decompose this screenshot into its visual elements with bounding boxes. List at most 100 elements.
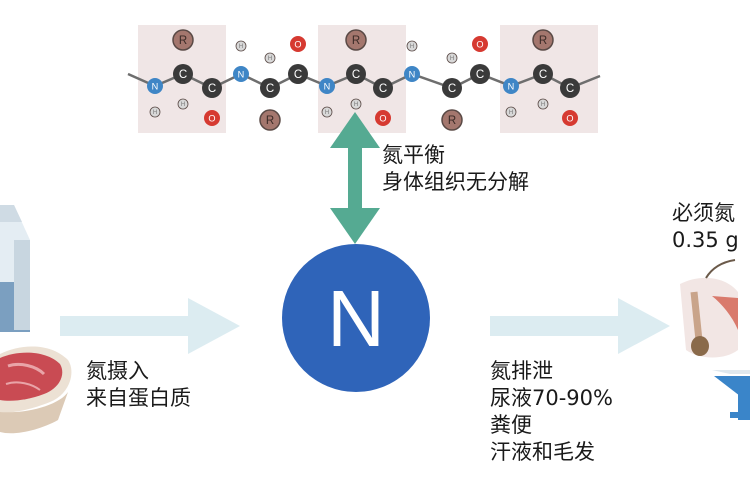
intake-label: 氮摄入 来自蛋白质 [86, 358, 191, 412]
balance-double-arrow [330, 112, 380, 244]
carbon-atom-icon: C [533, 64, 553, 84]
hydrogen-atom-icon: H [537, 98, 549, 110]
carbon-atom-icon: C [442, 78, 462, 98]
hydrogen-atom-icon: H [235, 40, 247, 52]
hydrogen-atom-symbol: H [410, 44, 414, 50]
excretion-label-line3: 粪便 [490, 413, 532, 437]
carbon-atom-symbol: C [208, 83, 216, 95]
intake-label-line1: 氮摄入 [86, 359, 149, 383]
hydrogen-atom-icon: H [321, 106, 333, 118]
carbon-atom-icon: C [346, 64, 366, 84]
intake-arrow [60, 298, 240, 354]
nitrogen-atom-icon: N [233, 66, 249, 82]
excretion-label: 氮排泄 尿液70-90% 粪便 汗液和毛发 [490, 358, 613, 466]
hydrogen-atom-icon: H [406, 40, 418, 52]
hydrogen-atom-symbol: H [450, 56, 454, 62]
r-group-atom-icon: R [172, 29, 194, 51]
nitrogen-symbol: N [327, 274, 385, 363]
carbon-atom-symbol: C [352, 69, 360, 81]
required-nitrogen-label: 必须氮 0.35 g [672, 200, 750, 254]
funnel-icon [712, 370, 750, 420]
r-group-atom-symbol: R [179, 35, 187, 47]
nitrogen-atom-icon: N [503, 78, 519, 94]
excretion-label-line4: 汗液和毛发 [490, 440, 595, 464]
required-label-line1: 必须氮 [672, 201, 735, 225]
r-group-atom-symbol: R [352, 35, 360, 47]
nitrogen-atom-symbol: N [409, 69, 416, 79]
peptide-chain: N H C R H C O N H C R H C O N H C R H C O N H C R H C O N H C R H C O [127, 25, 601, 133]
nitrogen-atom-icon: N [404, 66, 420, 82]
hydrogen-atom-icon: H [446, 52, 458, 64]
intake-label-line2: 来自蛋白质 [86, 386, 191, 410]
r-group-atom-symbol: R [266, 115, 274, 127]
excretion-label-line1: 氮排泄 [490, 359, 553, 383]
carbon-atom-symbol: C [476, 69, 484, 81]
r-group-atom-icon: R [259, 109, 281, 131]
hydrogen-atom-icon: H [264, 52, 276, 64]
hair-follicle-icon [680, 259, 738, 358]
carbon-atom-symbol: C [379, 83, 387, 95]
carbon-atom-symbol: C [179, 69, 187, 81]
nitrogen-atom-icon: N [319, 78, 335, 94]
oxygen-atom-symbol: O [379, 113, 386, 123]
balance-label-line2: 身体组织无分解 [382, 170, 529, 194]
hydrogen-atom-symbol: H [268, 56, 272, 62]
excretion-arrow-head [618, 298, 670, 354]
excretion-label-line2: 尿液70-90% [490, 386, 613, 410]
oxygen-atom-icon: O [562, 110, 578, 126]
carbon-atom-icon: C [173, 64, 193, 84]
hydrogen-atom-icon: H [350, 98, 362, 110]
intake-arrow-head [188, 298, 240, 354]
oxygen-atom-symbol: O [566, 113, 573, 123]
balance-arrow-shaft [348, 140, 362, 216]
carbon-atom-symbol: C [566, 83, 574, 95]
nitrogen-atom-icon: N [147, 78, 163, 94]
r-group-atom-icon: R [532, 29, 554, 51]
carbon-atom-symbol: C [294, 69, 302, 81]
excretion-arrow [490, 298, 670, 354]
carbon-atom-symbol: C [448, 83, 456, 95]
hydrogen-atom-icon: H [149, 106, 161, 118]
required-label-line2: 0.35 g [672, 228, 739, 252]
nitrogen-node: N [282, 244, 430, 392]
intake-arrow-shaft [60, 316, 190, 336]
oxygen-atom-icon: O [375, 110, 391, 126]
hydrogen-atom-symbol: H [239, 44, 243, 50]
hydrogen-atom-symbol: H [181, 102, 185, 108]
carbon-atom-icon: C [560, 78, 580, 98]
r-group-atom-symbol: R [448, 115, 456, 127]
carbon-atom-symbol: C [539, 69, 547, 81]
hydrogen-atom-symbol: H [541, 102, 545, 108]
hydrogen-atom-symbol: H [153, 110, 157, 116]
r-group-atom-symbol: R [539, 35, 547, 47]
oxygen-atom-symbol: O [476, 39, 483, 49]
carbon-atom-icon: C [373, 78, 393, 98]
meat-steak-icon [0, 346, 72, 434]
oxygen-atom-symbol: O [208, 113, 215, 123]
r-group-atom-icon: R [441, 109, 463, 131]
oxygen-atom-icon: O [290, 36, 306, 52]
nitrogen-atom-symbol: N [152, 81, 159, 91]
nitrogen-atom-symbol: N [324, 81, 331, 91]
r-group-atom-icon: R [345, 29, 367, 51]
excretion-arrow-shaft [490, 316, 620, 336]
nitrogen-circle [282, 244, 430, 392]
oxygen-atom-icon: O [472, 36, 488, 52]
oxygen-atom-icon: O [204, 110, 220, 126]
carbon-atom-symbol: C [266, 83, 274, 95]
carbon-atom-icon: C [260, 78, 280, 98]
balance-label-line1: 氮平衡 [382, 143, 445, 167]
carbon-atom-icon: C [202, 78, 222, 98]
hydrogen-atom-icon: H [505, 106, 517, 118]
oxygen-atom-symbol: O [294, 39, 301, 49]
hydrogen-atom-symbol: H [509, 110, 513, 116]
hydrogen-atom-symbol: H [354, 102, 358, 108]
carbon-atom-icon: C [470, 64, 490, 84]
hydrogen-atom-symbol: H [325, 110, 329, 116]
carbon-atom-icon: C [288, 64, 308, 84]
hydrogen-atom-icon: H [177, 98, 189, 110]
nitrogen-atom-symbol: N [508, 81, 515, 91]
balance-arrow-head-up [330, 112, 380, 148]
nitrogen-atom-symbol: N [238, 69, 245, 79]
